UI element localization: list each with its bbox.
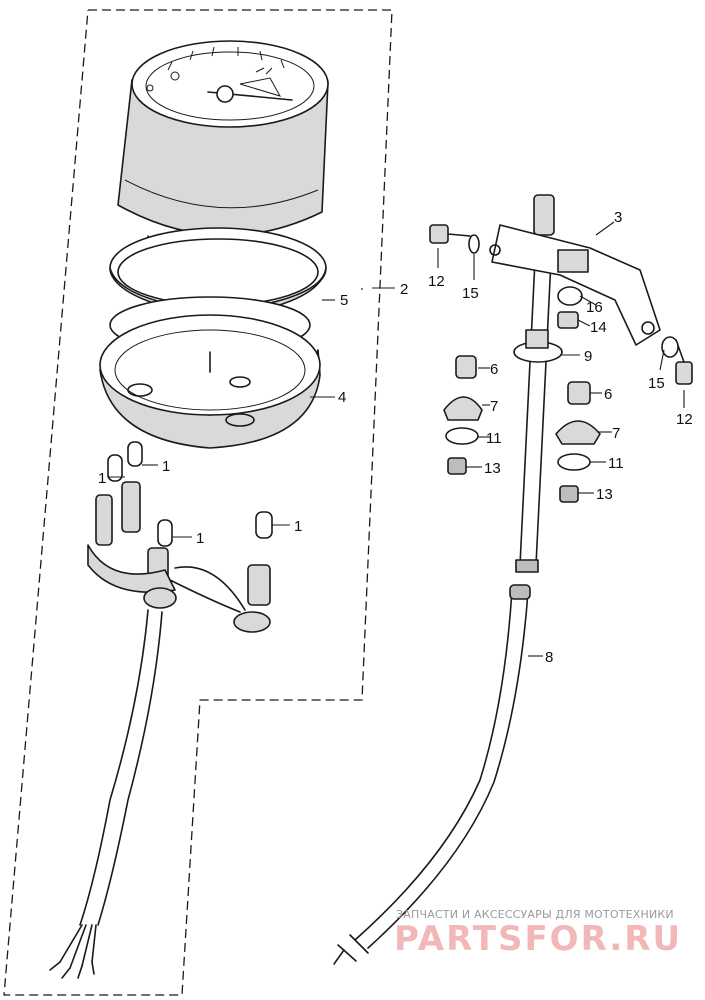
label-1: 1 <box>196 530 204 547</box>
assembly-boundary <box>3 9 393 996</box>
part-labels: 2 3 4 5 1 1 1 1 12 15 16 14 9 6 7 11 13 … <box>98 209 693 666</box>
watermark-tagline: ЗАПЧАСТИ И АКСЕССУАРЫ ДЛЯ МОТОТЕХНИКИ <box>396 908 674 921</box>
wire-harness <box>49 609 163 979</box>
leader-lines <box>108 221 685 657</box>
label-13: 13 <box>484 460 501 477</box>
label-9: 9 <box>584 348 592 365</box>
fasteners <box>429 224 693 503</box>
label-16: 16 <box>586 299 603 316</box>
bulb-sockets <box>87 441 273 633</box>
label-6: 6 <box>604 386 612 403</box>
label-11: 11 <box>486 430 502 447</box>
label-14: 14 <box>590 319 607 336</box>
label-1: 1 <box>162 458 170 475</box>
label-1: 1 <box>98 470 106 487</box>
label-2: 2 <box>400 281 408 298</box>
label-15: 15 <box>462 285 479 302</box>
label-5: 5 <box>340 292 348 309</box>
drive-shaft <box>513 194 563 573</box>
label-7: 7 <box>612 425 620 442</box>
bracket <box>489 224 661 346</box>
label-12: 12 <box>676 411 693 428</box>
label-7: 7 <box>490 398 498 415</box>
label-1: 1 <box>294 518 302 535</box>
speedo-cable <box>333 584 531 965</box>
label-8: 8 <box>545 649 553 666</box>
label-15: 15 <box>648 375 665 392</box>
label-4: 4 <box>338 389 346 406</box>
watermark: ЗАПЧАСТИ И АКСЕССУАРЫ ДЛЯ МОТОТЕХНИКИ PA… <box>394 908 682 959</box>
watermark-logo: PARTSFOR.RU <box>394 919 682 959</box>
lower-case <box>99 296 321 449</box>
label-12: 12 <box>428 273 445 290</box>
label-13: 13 <box>596 486 613 503</box>
label-3: 3 <box>614 209 622 226</box>
label-11: 11 <box>608 455 624 472</box>
label-6: 6 <box>490 361 498 378</box>
